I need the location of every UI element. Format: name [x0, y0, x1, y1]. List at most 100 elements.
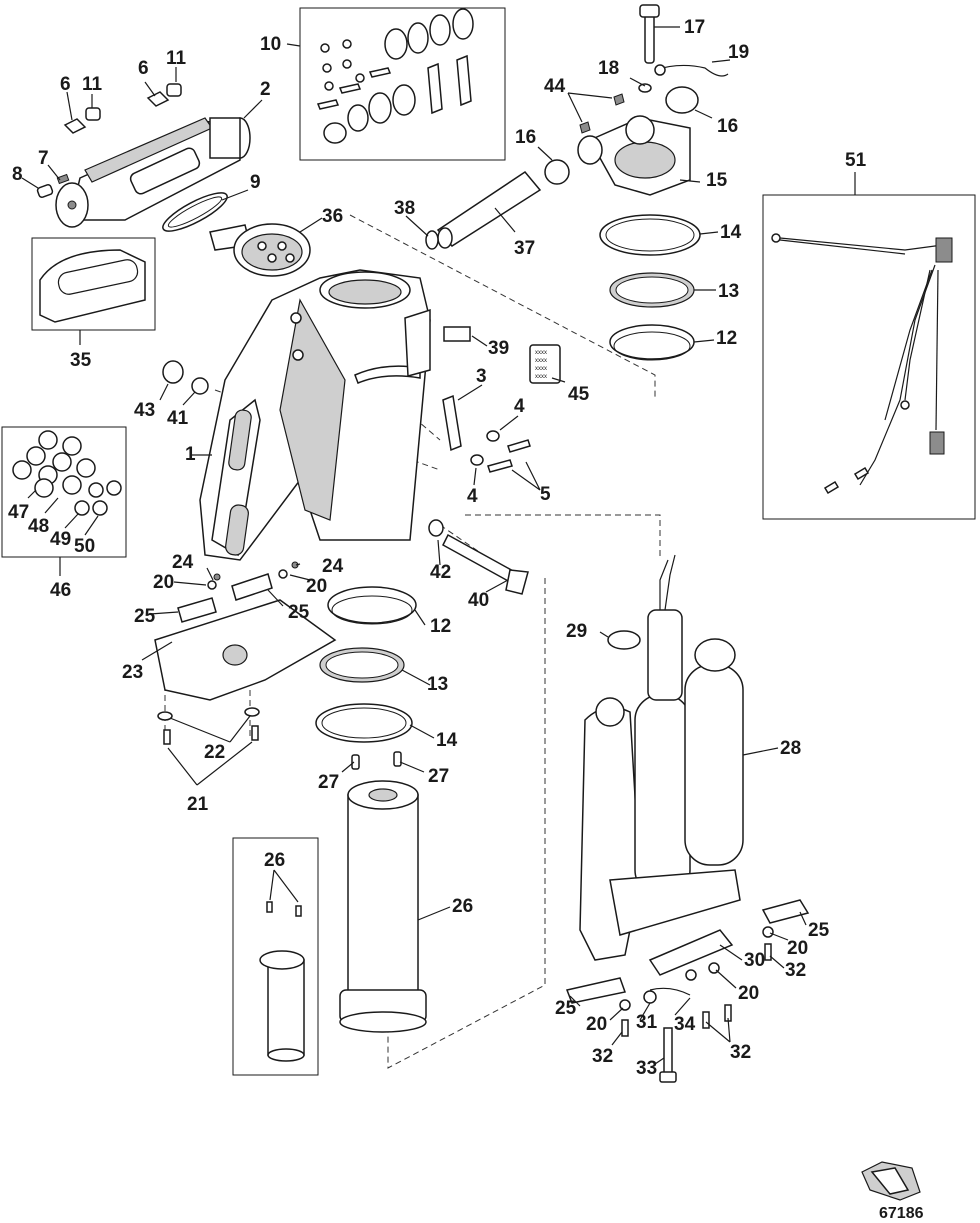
- callout-49: 49: [50, 529, 71, 550]
- callout-25d: 25: [555, 998, 577, 1019]
- callout-11b: 11: [166, 48, 187, 69]
- callout-14b: 14: [436, 730, 458, 751]
- callout-2: 2: [260, 79, 271, 100]
- callout-labels: 1 2 3 4 4 5 6 6 7 8 9 10 11 11 12 12 13 …: [8, 17, 867, 1079]
- callout-1: 1: [185, 444, 196, 465]
- part-2-tilt-cylinder-assembly: [55, 117, 251, 228]
- callout-11: 11: [82, 74, 103, 95]
- callout-9: 9: [250, 172, 261, 193]
- callout-50: 50: [74, 536, 95, 557]
- callout-47: 47: [8, 502, 29, 523]
- callout-48: 48: [28, 516, 49, 537]
- callout-4: 4: [514, 396, 525, 417]
- callout-14: 14: [720, 222, 742, 243]
- callout-6b: 6: [138, 58, 149, 79]
- callout-38: 38: [394, 198, 415, 219]
- callout-18: 18: [598, 58, 619, 79]
- rings-12-13-14-lower: [315, 586, 417, 770]
- callout-51: 51: [845, 150, 867, 171]
- callout-10: 10: [260, 34, 281, 55]
- callout-17: 17: [684, 17, 705, 38]
- callout-20d: 20: [738, 983, 759, 1004]
- upper-swivel-15-16-17-18-19: [544, 4, 729, 196]
- callout-27b: 27: [428, 766, 449, 787]
- callout-3: 3: [476, 366, 487, 387]
- callout-32: 32: [785, 960, 806, 981]
- parts-41-43: [162, 360, 209, 395]
- callout-43: 43: [134, 400, 155, 421]
- callout-12: 12: [716, 328, 737, 349]
- part-37-pivot-tube: [425, 171, 542, 250]
- callout-20b: 20: [306, 576, 327, 597]
- callout-30: 30: [744, 950, 765, 971]
- callout-20e: 20: [586, 1014, 607, 1035]
- callout-7: 7: [38, 148, 49, 169]
- callout-24: 24: [172, 552, 194, 573]
- callout-31: 31: [636, 1012, 658, 1033]
- parts-3-4-5-hardware: [442, 394, 531, 473]
- callout-20c: 20: [787, 938, 808, 959]
- callout-40: 40: [468, 590, 489, 611]
- fittings-6-7-8-11: [36, 83, 182, 198]
- callout-39: 39: [488, 338, 509, 359]
- part-29-o-ring: [607, 630, 641, 650]
- callout-26-kit: 26: [264, 850, 285, 871]
- callout-25c: 25: [808, 920, 830, 941]
- callout-32b: 32: [592, 1046, 613, 1067]
- callout-33: 33: [636, 1058, 657, 1079]
- part-39-decal: [443, 326, 471, 342]
- callout-8: 8: [12, 164, 23, 185]
- callout-13: 13: [718, 281, 739, 302]
- callout-16: 16: [515, 127, 536, 148]
- kit-box-26: [232, 837, 319, 1076]
- callout-25: 25: [134, 606, 156, 627]
- part-45-label: xxxx xxxx xxxx xxxx: [529, 344, 561, 384]
- callout-23: 23: [122, 662, 143, 683]
- callout-4b: 4: [467, 486, 478, 507]
- callout-22: 22: [204, 742, 225, 763]
- callout-25b: 25: [288, 602, 310, 623]
- callout-41: 41: [167, 408, 189, 429]
- part-40-bolt: [428, 519, 529, 595]
- callout-42: 42: [430, 562, 451, 583]
- part-36-swivel-head: [209, 223, 311, 277]
- part-9-o-ring: [162, 192, 228, 232]
- boat-icon: [861, 1161, 921, 1201]
- callout-26: 26: [452, 896, 473, 917]
- callout-20: 20: [153, 572, 174, 593]
- label-45-line-1: xxxx: [535, 350, 547, 356]
- figure-number: 67186: [879, 1205, 924, 1222]
- callout-46: 46: [50, 580, 71, 601]
- callout-21: 21: [187, 794, 209, 815]
- part-28-power-trim-assembly: [579, 554, 744, 961]
- callout-13b: 13: [427, 674, 448, 695]
- callout-45: 45: [568, 384, 590, 405]
- callout-34: 34: [674, 1014, 696, 1035]
- label-45-line-3: xxxx: [535, 366, 547, 372]
- callout-19: 19: [728, 42, 749, 63]
- kit-box-10: [299, 7, 506, 161]
- kit-box-35: [31, 237, 156, 331]
- callout-16b: 16: [717, 116, 738, 137]
- callout-5: 5: [540, 484, 551, 505]
- callout-12b: 12: [430, 616, 451, 637]
- part-26-swivel-tube: [339, 780, 427, 1033]
- leader-lines: [21, 26, 856, 1065]
- part-23-anode-plate: [154, 561, 337, 745]
- callout-24b: 24: [322, 556, 344, 577]
- callout-6: 6: [60, 74, 71, 95]
- kit-box-51-harness: [762, 194, 976, 520]
- callout-27: 27: [318, 772, 339, 793]
- callout-44: 44: [544, 76, 566, 97]
- callout-36: 36: [322, 206, 343, 227]
- label-45-line-4: xxxx: [535, 374, 547, 380]
- rings-12-13-14-upper: [599, 214, 701, 361]
- part-1-clamp-bracket: [199, 269, 431, 561]
- callout-29: 29: [566, 621, 587, 642]
- callout-28: 28: [780, 738, 801, 759]
- kit-box-46: [1, 426, 127, 558]
- callout-37: 37: [514, 238, 535, 259]
- callout-15: 15: [706, 170, 728, 191]
- callout-35: 35: [70, 350, 92, 371]
